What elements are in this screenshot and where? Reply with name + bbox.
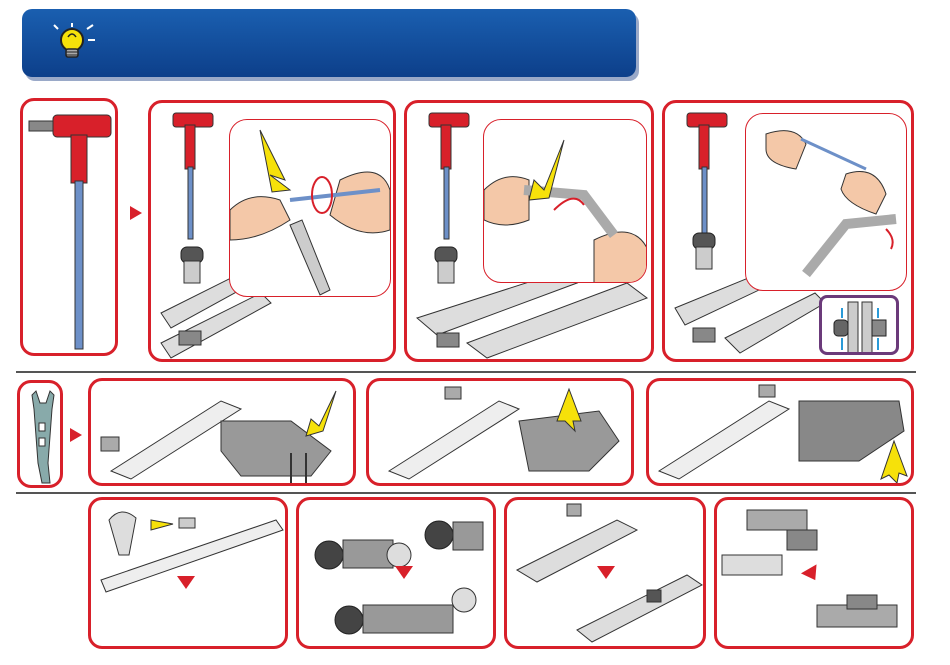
section-divider-1 [16, 371, 916, 373]
step-3-detail-inset [745, 113, 907, 291]
hands-twist-diagram [230, 120, 391, 297]
step-panel-2 [404, 100, 654, 362]
arrow-down-icon [395, 566, 413, 579]
hex-key-tool-panel [20, 98, 118, 356]
spanner-nut-diagram-3 [649, 381, 914, 486]
step-1-detail-inset [229, 119, 391, 297]
spanner-nut-diagram [91, 381, 356, 486]
arrow-down-icon [597, 566, 615, 579]
bolt-section-detail [819, 295, 899, 355]
arrow-right-icon [130, 206, 142, 220]
step-panel-3 [662, 100, 914, 362]
hands-bend-diagram [484, 120, 647, 283]
parts-step-panel-1 [88, 497, 288, 649]
spanner-icon [20, 383, 63, 488]
parts-step-panel-2 [296, 497, 496, 649]
spanner-step-panel-2 [366, 378, 634, 486]
rivet-strip-diagram [91, 500, 288, 649]
arrow-right-icon [70, 428, 82, 442]
section-divider-2 [16, 492, 916, 494]
step-2-detail-inset [483, 119, 647, 283]
spanner-nut-diagram-2 [369, 381, 634, 486]
bolt-cross-section-icon [822, 298, 899, 355]
hands-tighten-diagram [746, 114, 907, 291]
hex-key-icon [23, 101, 118, 356]
parts-step-panel-3 [504, 497, 706, 649]
step-panel-1 [148, 100, 396, 362]
lightbulb-icon [52, 21, 96, 65]
arrow-down-icon [177, 576, 195, 589]
spanner-tool-panel [17, 380, 63, 488]
spanner-step-panel-1 [88, 378, 356, 486]
parts-step-panel-4 [714, 497, 914, 649]
spanner-step-panel-3 [646, 378, 914, 486]
header-banner [22, 9, 636, 77]
